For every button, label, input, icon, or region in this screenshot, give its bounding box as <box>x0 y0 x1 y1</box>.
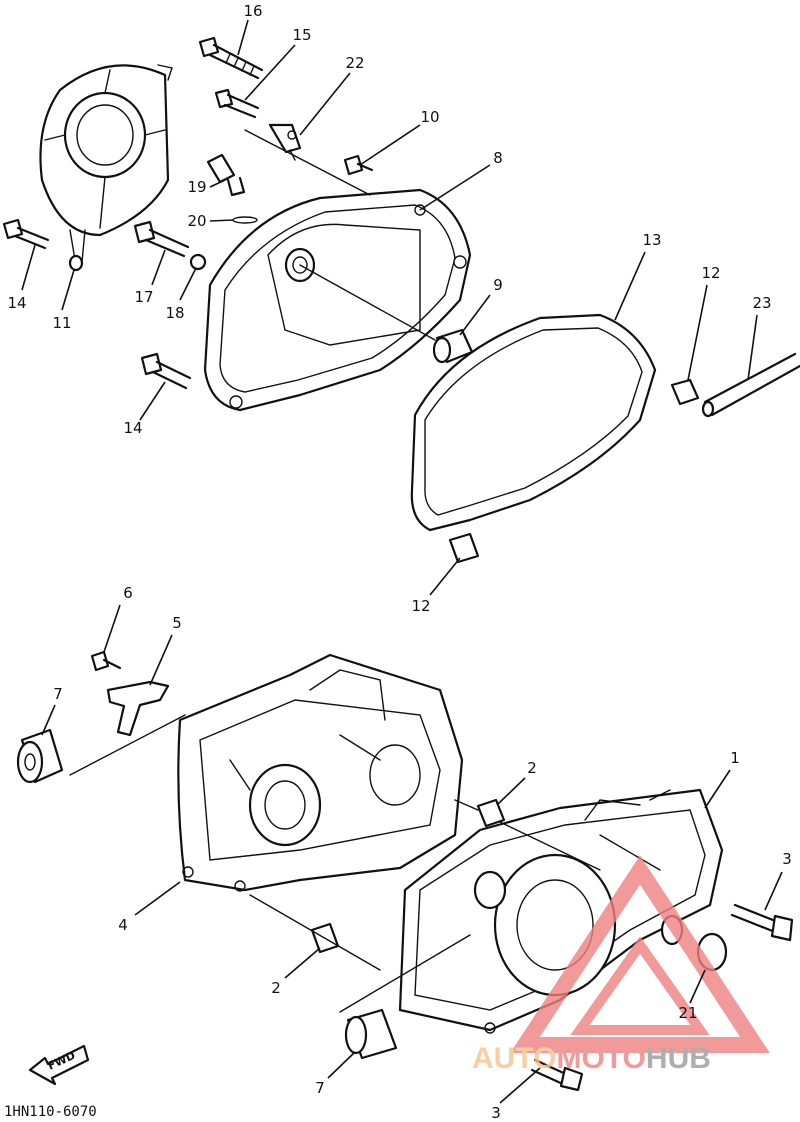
o-ring-20 <box>232 216 258 224</box>
watermark-part2: MOTO <box>556 1042 645 1075</box>
callout-16: 16 <box>243 2 262 20</box>
watermark-logo: AUTOMOTOHUB <box>472 855 770 1075</box>
washer-18 <box>189 253 207 271</box>
callout-14a: 14 <box>7 294 26 312</box>
callout-2a: 2 <box>527 759 537 777</box>
dowel-2-upper <box>476 798 506 828</box>
bolt-15 <box>214 88 260 119</box>
bracket-22 <box>268 123 302 154</box>
damper-7-left <box>16 728 64 784</box>
watermark-part1: AUTO <box>472 1042 556 1075</box>
callout-7a: 7 <box>53 685 63 703</box>
dowel-12-upper <box>670 378 700 406</box>
fwd-arrow-icon: FWD <box>28 1044 90 1086</box>
callout-18: 18 <box>165 304 184 322</box>
bolt-17 <box>133 220 190 258</box>
callout-11: 11 <box>52 314 71 332</box>
bolt-14-left <box>2 218 50 250</box>
crankcase-half-left <box>177 653 464 892</box>
bushing-9 <box>432 328 474 364</box>
diagram-code: 1HN110-6070 <box>4 1104 97 1120</box>
callout-23: 23 <box>752 294 771 312</box>
callout-19: 19 <box>187 178 206 196</box>
shift-fork-5 <box>106 680 170 737</box>
bolt-3-right <box>730 903 794 942</box>
gasket-13 <box>410 313 657 532</box>
callout-21: 21 <box>678 1004 697 1022</box>
callout-10: 10 <box>420 108 439 126</box>
callout-7b: 7 <box>315 1079 325 1097</box>
callout-13: 13 <box>642 231 661 249</box>
callout-15: 15 <box>292 26 311 44</box>
callout-2b: 2 <box>271 979 281 997</box>
callout-17: 17 <box>134 288 153 306</box>
plug-19 <box>206 153 246 197</box>
bolt-6 <box>90 650 122 672</box>
watermark-part3: HUB <box>646 1042 711 1075</box>
svg-text:AUTOMOTOHUB: AUTOMOTOHUB <box>472 1042 711 1075</box>
callout-12a: 12 <box>701 264 720 282</box>
bolt-14-lower <box>140 352 192 390</box>
callout-12b: 12 <box>411 597 430 615</box>
callout-8: 8 <box>493 149 503 167</box>
callouts: 16 15 22 10 8 19 20 14 11 17 18 9 13 12 … <box>7 2 791 1122</box>
callout-4: 4 <box>118 916 128 934</box>
crankcase-cover <box>203 188 472 412</box>
callout-3a: 3 <box>782 850 792 868</box>
callout-22: 22 <box>345 54 364 72</box>
callout-9: 9 <box>493 276 503 294</box>
bolt-16 <box>198 36 264 80</box>
bolt-3-lower <box>530 1058 584 1092</box>
assembly-lines <box>69 129 661 1013</box>
pin-23 <box>701 352 800 418</box>
callout-5: 5 <box>172 614 182 632</box>
callout-1: 1 <box>730 749 740 767</box>
flywheel-cover <box>39 64 173 272</box>
callout-6: 6 <box>123 584 133 602</box>
bolt-10 <box>343 154 374 176</box>
damper-7-lower <box>344 1008 398 1060</box>
callout-14b: 14 <box>123 419 142 437</box>
callout-20: 20 <box>187 212 206 230</box>
callout-3b: 3 <box>491 1104 501 1122</box>
dowel-12-lower <box>448 532 480 564</box>
